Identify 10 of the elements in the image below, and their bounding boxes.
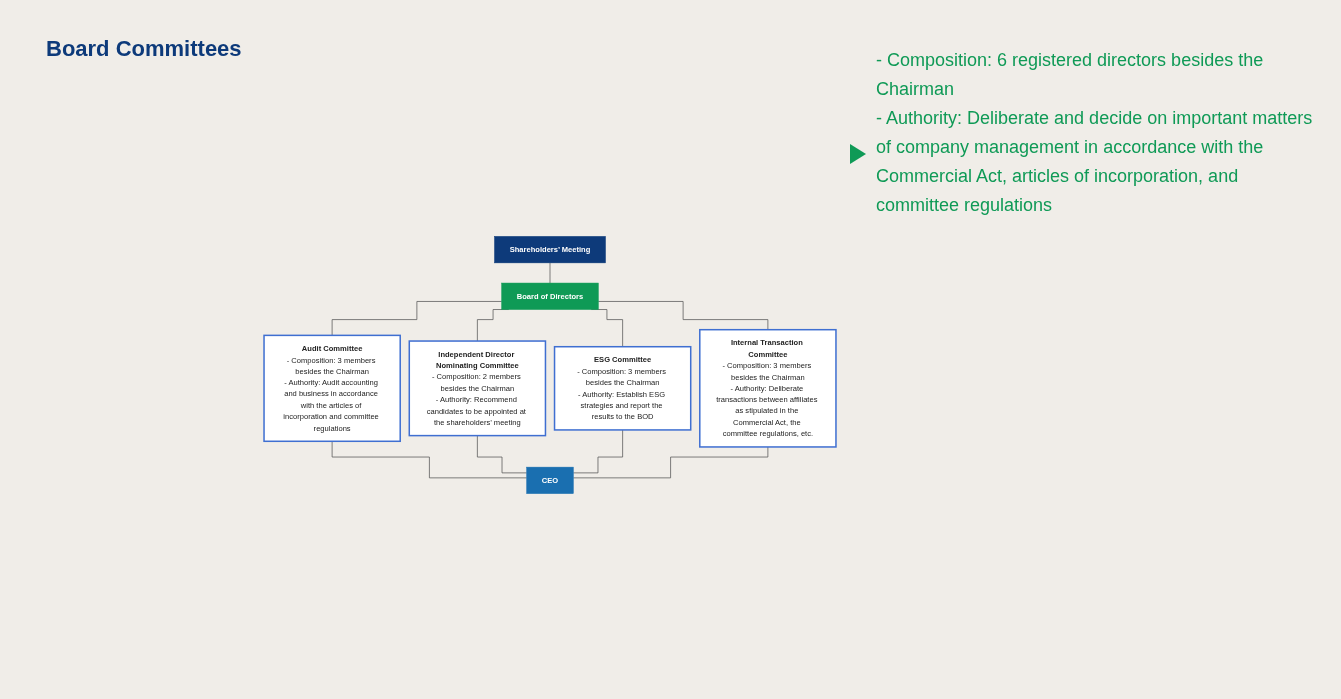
diagram-title: Board Committees	[46, 36, 242, 62]
connector	[331, 440, 528, 479]
connector	[331, 301, 503, 336]
connector	[597, 301, 769, 331]
connector	[572, 446, 769, 479]
connector	[549, 262, 551, 284]
connector	[572, 429, 623, 474]
node-note: - Authority: Deliberate and decide on important matters of company management in accordance with the Commercial Act, articles of incorporation, and committee regulations	[876, 107, 1314, 217]
connector	[477, 435, 528, 474]
node-note: - Composition: 6 registered directors besides the Chairman	[876, 49, 1265, 101]
